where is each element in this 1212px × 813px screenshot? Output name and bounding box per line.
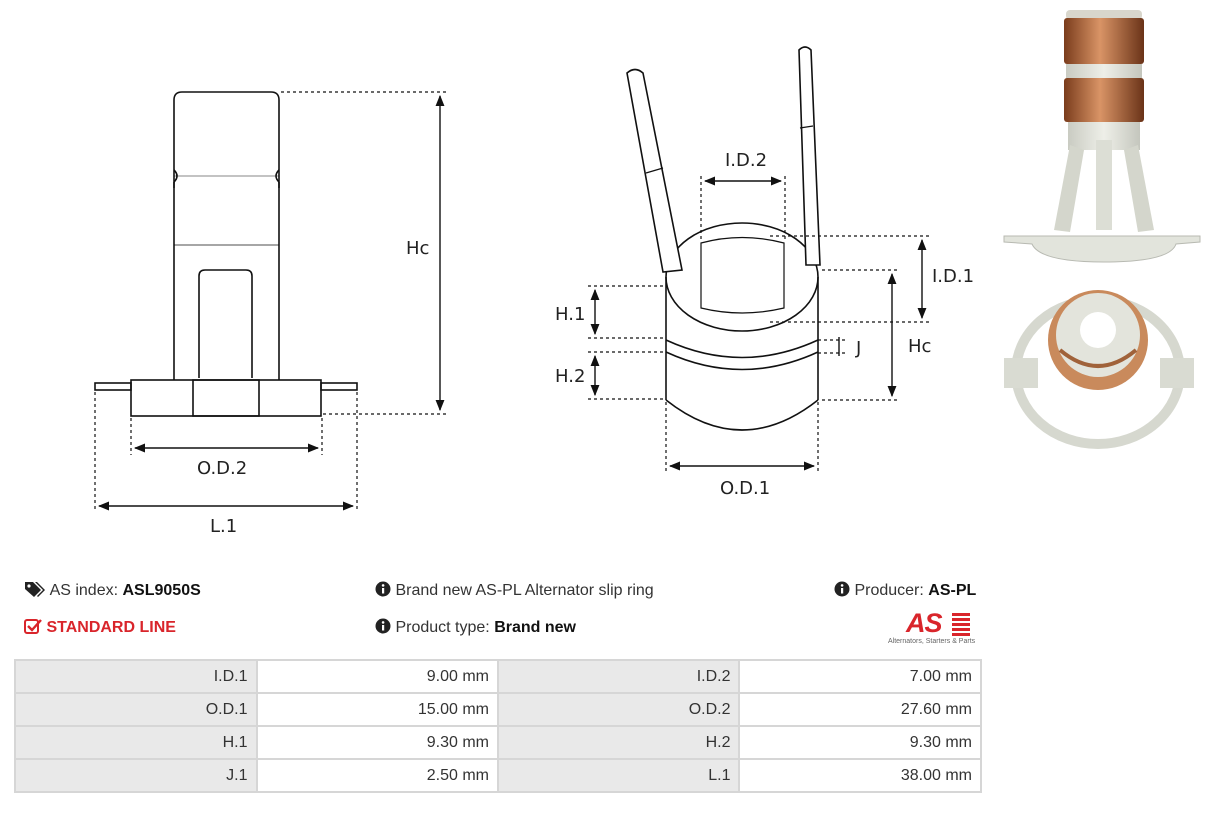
info-icon — [834, 581, 850, 597]
standard-line-row: STANDARD LINE — [24, 618, 176, 637]
spec-label: H.2 — [496, 725, 741, 760]
table-row: J.1 2.50 mm L.1 38.00 mm — [14, 758, 982, 793]
ring-h1-label: H.1 — [555, 304, 585, 325]
logo-tagline: Alternators, Starters & Parts — [888, 638, 976, 645]
info-icon — [375, 618, 391, 634]
ring-view-inner-bore — [700, 236, 785, 314]
ring-view-drawing — [626, 46, 821, 431]
ring-od1-label: O.D.1 — [720, 478, 770, 499]
as-pl-logo: AS Alternators, Starters & Parts — [886, 610, 984, 648]
tags-icon — [25, 582, 45, 597]
producer-row: Producer: AS-PL — [834, 581, 976, 600]
spec-value: 2.50 mm — [255, 758, 499, 793]
spec-label: I.D.1 — [14, 659, 258, 694]
ring-h2-label: H.2 — [555, 366, 585, 387]
spec-value: 9.30 mm — [738, 725, 982, 760]
side-l1-label: L.1 — [210, 516, 237, 537]
technical-drawing: Hc O.D.2 L.1 — [94, 10, 1201, 537]
as-index-label: AS index: — [49, 582, 119, 599]
producer-label: Producer: — [854, 582, 924, 599]
table-row: I.D.1 9.00 mm I.D.2 7.00 mm — [14, 659, 982, 694]
spec-value: 9.00 mm — [255, 659, 499, 694]
producer-value: AS-PL — [928, 582, 977, 599]
standard-line-label: STANDARD LINE — [46, 619, 176, 636]
spec-value: 15.00 mm — [255, 692, 499, 727]
product-type-row: Product type: Brand new — [375, 618, 576, 637]
product-photo — [1003, 10, 1201, 449]
spec-label: O.D.1 — [14, 692, 258, 727]
product-type-value: Brand new — [494, 619, 576, 636]
side-view-drawing — [94, 91, 358, 417]
ring-hc-label: Hc — [908, 336, 931, 357]
logo-text: AS — [906, 608, 943, 638]
checkbox-check-icon — [24, 619, 42, 634]
spec-label: L.1 — [496, 758, 741, 793]
side-view-slot — [198, 269, 253, 378]
spec-value: 7.00 mm — [738, 659, 982, 694]
side-view-tab-left — [94, 382, 132, 391]
spec-value: 9.30 mm — [255, 725, 499, 760]
info-icon — [375, 581, 391, 597]
ring-j-label: J — [855, 338, 861, 359]
specs-table: I.D.1 9.00 mm I.D.2 7.00 mm O.D.1 15.00 … — [14, 659, 982, 793]
side-view-tab-right — [320, 382, 358, 391]
ring-view-wire-right — [798, 46, 821, 266]
ring-id1-label: I.D.1 — [932, 266, 974, 287]
spec-label: J.1 — [14, 758, 258, 793]
description-text: Brand new AS-PL Alternator slip ring — [395, 582, 654, 599]
table-row: H.1 9.30 mm H.2 9.30 mm — [14, 725, 982, 760]
side-view-flange — [130, 379, 322, 417]
ring-id2-label: I.D.2 — [725, 150, 767, 171]
spec-label: H.1 — [14, 725, 258, 760]
side-od2-label: O.D.2 — [197, 458, 247, 479]
spec-label: O.D.2 — [496, 692, 741, 727]
as-index-value: ASL9050S — [122, 582, 201, 599]
side-view-top-cap — [173, 91, 280, 188]
table-row: O.D.1 15.00 mm O.D.2 27.60 mm — [14, 692, 982, 727]
spec-value: 27.60 mm — [738, 692, 982, 727]
spec-label: I.D.2 — [496, 659, 741, 694]
spec-value: 38.00 mm — [738, 758, 982, 793]
side-view-center-block — [192, 379, 260, 417]
as-index-row: AS index: ASL9050S — [24, 581, 201, 600]
description-row: Brand new AS-PL Alternator slip ring — [375, 581, 654, 600]
product-type-label: Product type: — [395, 619, 490, 636]
side-hc-label: Hc — [406, 238, 429, 259]
